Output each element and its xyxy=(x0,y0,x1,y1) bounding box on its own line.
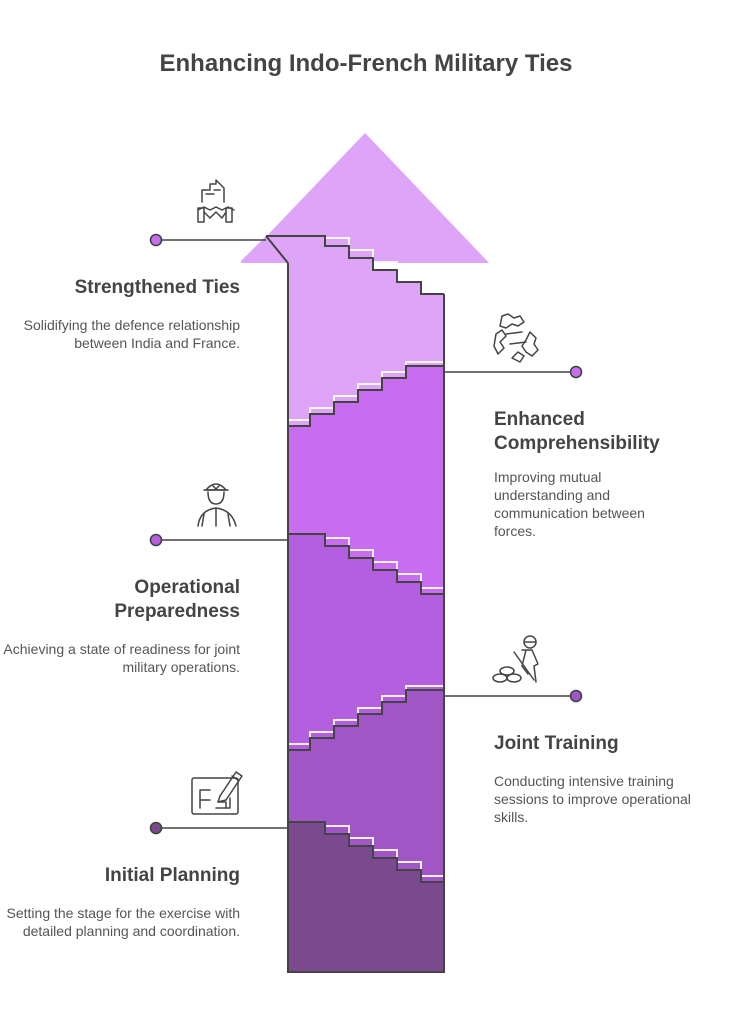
soldier-helmet-icon xyxy=(197,483,237,527)
connector-dots xyxy=(149,233,583,835)
description-enhanced-comprehensibility: Improving mutual understanding and commu… xyxy=(494,469,645,539)
dot-strengthened-ties xyxy=(149,233,163,247)
description-operational-preparedness: Achieving a state of readiness for joint… xyxy=(3,641,240,675)
dot-enhanced-comprehensibility xyxy=(569,365,583,379)
description-joint-training: Conducting intensive training sessions t… xyxy=(494,773,691,825)
soldier-sandbags-icon xyxy=(492,635,539,683)
heading-enhanced-comprehensibility: Enhanced Comprehensibility xyxy=(494,409,660,454)
heading-initial-planning: Initial Planning xyxy=(104,865,240,886)
description-initial-planning: Setting the stage for the exercise with … xyxy=(6,905,240,939)
column-outline xyxy=(265,235,445,973)
dot-joint-training xyxy=(569,689,583,703)
heading-operational-preparedness: Operational Preparedness xyxy=(114,577,240,622)
segment-initial-planning xyxy=(288,822,444,972)
handshake-buildings-icon xyxy=(197,179,235,223)
dot-operational-preparedness xyxy=(149,533,163,547)
dot-initial-planning xyxy=(149,821,163,835)
heading-strengthened-ties: Strengthened Ties xyxy=(74,277,240,298)
gear-hands-icon xyxy=(493,313,539,363)
blueprint-pencil-icon xyxy=(191,771,243,815)
connectors xyxy=(156,239,576,829)
diagram-title: Enhancing Indo-French Military Ties xyxy=(159,50,573,77)
description-strengthened-ties: Solidifying the defence relationship bet… xyxy=(23,317,240,351)
heading-joint-training: Joint Training xyxy=(494,733,619,754)
